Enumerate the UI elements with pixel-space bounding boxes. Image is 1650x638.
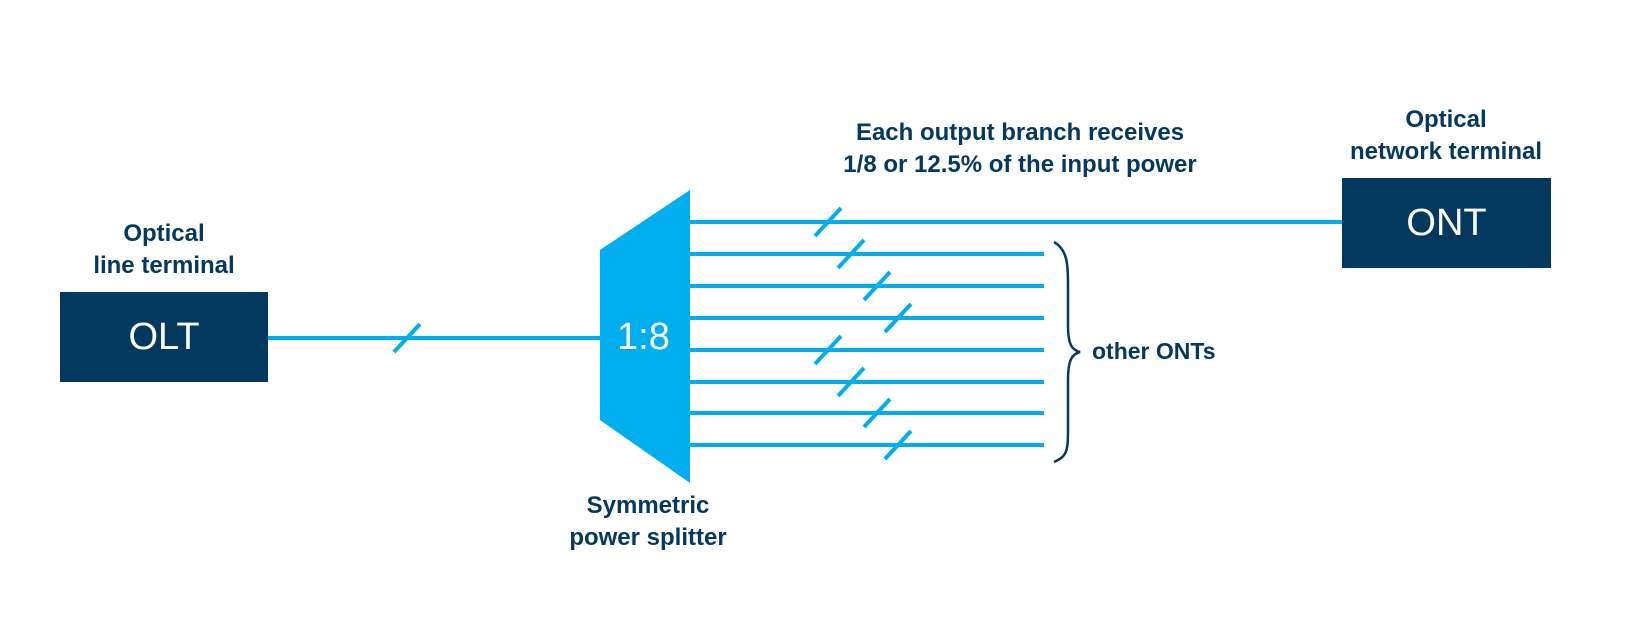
output-branch-marker	[862, 397, 892, 429]
olt-caption-line1: Optical	[123, 220, 205, 247]
ont-label: ONT	[1406, 201, 1487, 244]
olt-box: OLT	[60, 292, 268, 382]
output-branch-marker	[883, 302, 913, 334]
output-branch-marker	[813, 206, 843, 238]
power-annotation: Each output branch receives 1/8 or 12.5%…	[820, 117, 1220, 181]
output-branch-marker	[883, 429, 913, 461]
other-onts-label: other ONTs	[1092, 338, 1216, 364]
output-branch-marker	[813, 334, 843, 366]
output-branch-marker	[862, 270, 892, 302]
output-branch-marker	[836, 238, 866, 270]
olt-caption-line2: line terminal	[93, 252, 235, 279]
input-fiber-marker	[392, 322, 422, 354]
annotation-line2: 1/8 or 12.5% of the input power	[843, 151, 1197, 178]
output-branch-marker	[836, 366, 866, 398]
ont-box: ONT	[1342, 178, 1551, 268]
ont-caption-line2: network terminal	[1349, 138, 1543, 165]
annotation-line1: Each output branch receives	[855, 119, 1185, 146]
splitter-shape	[600, 190, 690, 483]
splitter-ratio: 1:8	[617, 316, 670, 358]
olt-caption: Optical line terminal	[60, 218, 268, 282]
splitter-caption: Symmetric power splitter	[548, 490, 748, 554]
splitter-caption-line1: Symmetric	[586, 492, 710, 519]
ont-caption-line1: Optical	[1405, 106, 1487, 133]
ont-caption: Optical network terminal	[1326, 104, 1566, 168]
olt-label: OLT	[128, 315, 200, 358]
brace-other-onts	[1053, 240, 1081, 464]
splitter-caption-line2: power splitter	[569, 524, 727, 551]
